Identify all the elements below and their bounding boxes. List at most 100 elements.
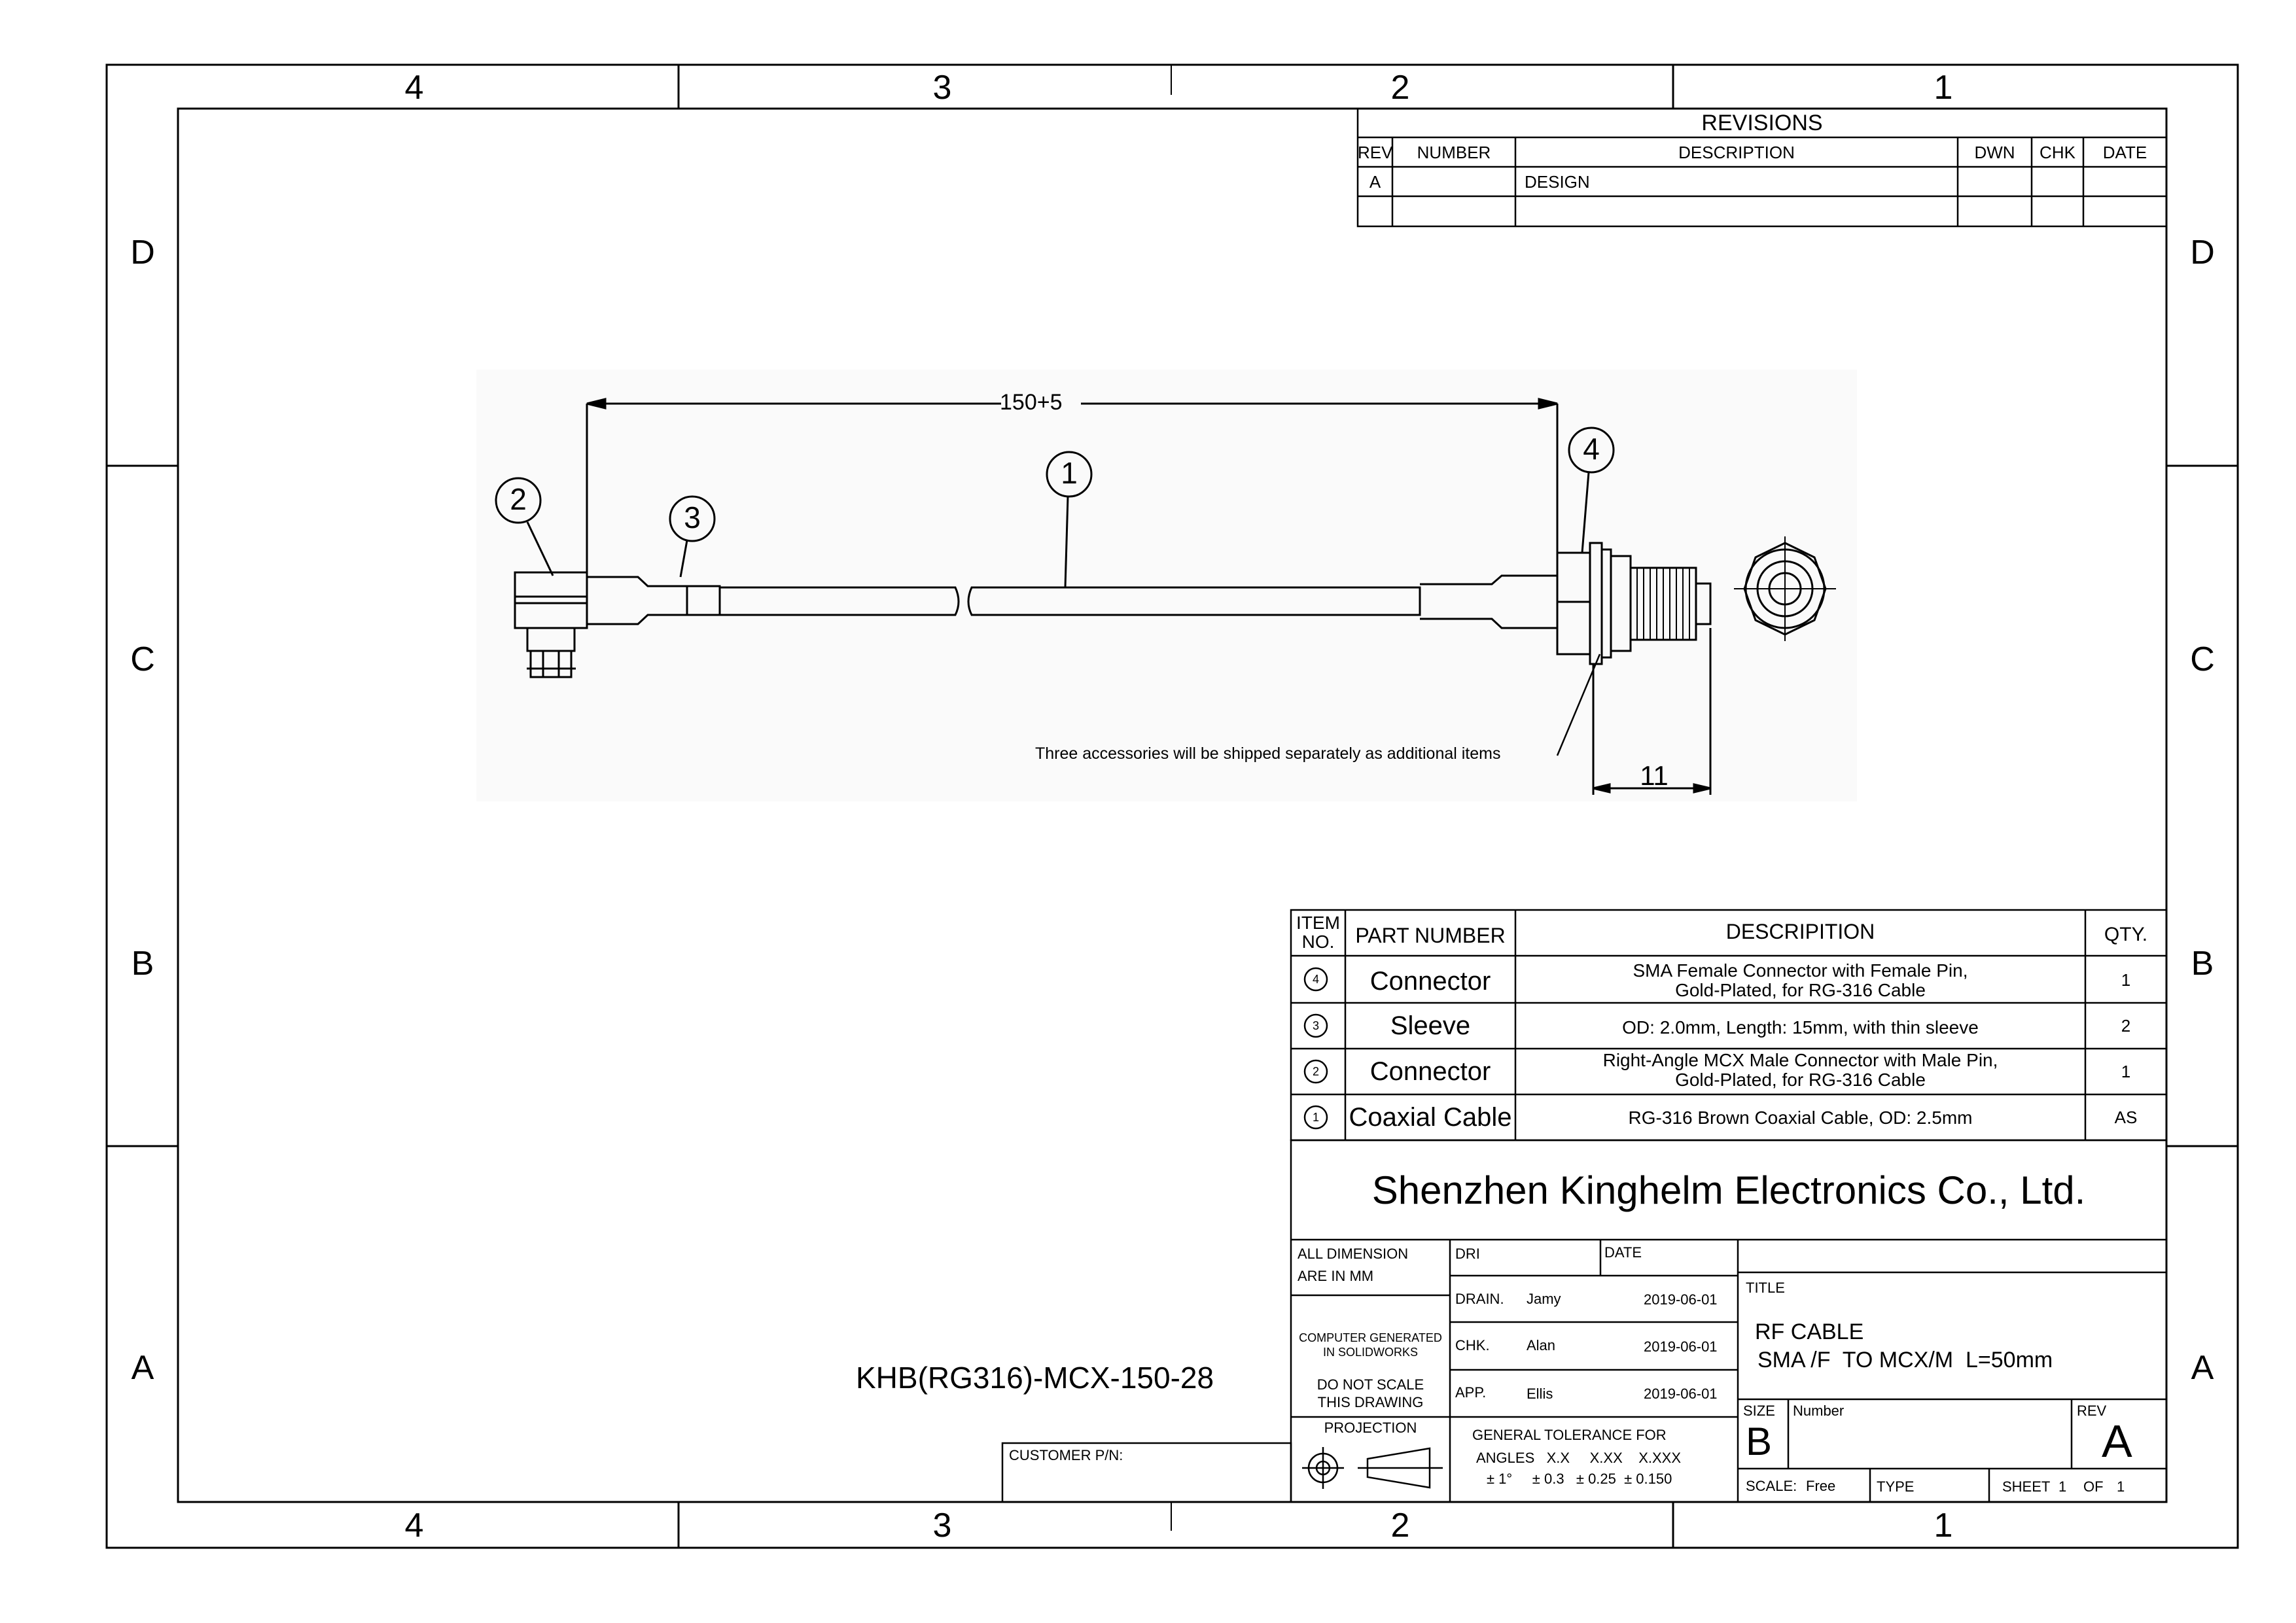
zone-right-A: A (2191, 1349, 2214, 1387)
bom-header-qty: QTY. (2104, 924, 2148, 945)
drawn-date: 2019-06-01 (1644, 1291, 1718, 1308)
size-value: B (1746, 1420, 1773, 1463)
bom-row-2-desc-line2: Gold-Plated, for RG-316 Cable (1675, 1070, 1926, 1090)
zone-top-2: 2 (1390, 69, 1410, 107)
all-dimension-line2: ARE IN MM (1298, 1268, 1374, 1284)
zone-top-4: 4 (404, 69, 424, 107)
scale-value: Free (1806, 1478, 1836, 1494)
zone-left-C: C (130, 640, 155, 678)
rev-value: A (2102, 1416, 2132, 1467)
number-label: Number (1793, 1403, 1845, 1419)
zone-top-3: 3 (932, 69, 952, 107)
zone-bottom-3: 3 (932, 1507, 952, 1544)
sma-connector (1556, 542, 1712, 665)
callout-3-label: 3 (684, 500, 701, 534)
app-label: APP. (1455, 1384, 1487, 1401)
app-name: Ellis (1527, 1386, 1553, 1402)
mcx-connector (514, 571, 588, 678)
do-not-scale-line2: THIS DRAWING (1317, 1394, 1424, 1410)
projection-label: PROJECTION (1324, 1420, 1417, 1436)
rev-header-chk: CHK (2040, 143, 2075, 162)
sheet-label: SHEET (2002, 1478, 2051, 1495)
dimension-length: 150+5 (1000, 390, 1063, 415)
zone-left-A: A (131, 1349, 154, 1387)
zone-bottom-2: 2 (1390, 1507, 1410, 1544)
callout-1-circle (1046, 451, 1093, 498)
bom-row-2-qty: 1 (2121, 1062, 2131, 1081)
of-value: 1 (2117, 1478, 2125, 1495)
bom-row-4-desc-line2: Gold-Plated, for RG-316 Cable (1675, 980, 1926, 1000)
bom-header-item-line2: NO. (1301, 932, 1335, 952)
scale-label: SCALE: (1746, 1478, 1797, 1494)
zone-bottom-4: 4 (404, 1507, 424, 1544)
computer-generated-line2: IN SOLIDWORKS (1322, 1346, 1419, 1359)
of-label: OF (2083, 1478, 2104, 1495)
cable-assembly (495, 398, 1836, 795)
callout-4-label: 4 (1583, 432, 1600, 466)
title-line1: RF CABLE (1755, 1319, 1864, 1344)
dri-label: DRI (1455, 1246, 1480, 1262)
bom-row-2-item: 2 (1312, 1065, 1319, 1078)
callout-2-circle (495, 477, 542, 524)
chk-name: Alan (1527, 1337, 1556, 1353)
company-name: Shenzhen Kinghelm Electronics Co., Ltd. (1371, 1168, 2086, 1212)
all-dimension-line1: ALL DIMENSION (1298, 1246, 1409, 1262)
bom-row-3-desc-line1: OD: 2.0mm, Length: 15mm, with thin sleev… (1622, 1017, 1979, 1038)
bom-row-3-qty: 2 (2121, 1016, 2131, 1036)
bom-header-description: DESCRIPITION (1725, 920, 1875, 943)
chk-label: CHK. (1455, 1337, 1490, 1353)
drawn-name: Jamy (1527, 1291, 1561, 1307)
drawn-label: DRAIN. (1455, 1291, 1504, 1307)
revisions-table (1356, 107, 2168, 228)
zone-right-B: B (2191, 945, 2214, 983)
title-block (1001, 1139, 2168, 1503)
date-label: DATE (1604, 1244, 1642, 1261)
tolerance-headers: ANGLES X.X X.XX X.XXX (1476, 1450, 1682, 1466)
callout-3-circle (669, 495, 716, 542)
zone-right-C: C (2190, 640, 2215, 678)
size-label: SIZE (1743, 1403, 1775, 1419)
type-label: TYPE (1877, 1478, 1915, 1495)
zone-left-D: D (130, 234, 155, 271)
part-code: KHB(RG316)-MCX-150-28 (856, 1361, 1214, 1395)
revisions-title: REVISIONS (1701, 111, 1823, 135)
title-label: TITLE (1746, 1280, 1785, 1296)
rev-row-description: DESIGN (1525, 172, 1590, 192)
app-date: 2019-06-01 (1644, 1386, 1718, 1402)
rev-row-rev: A (1369, 172, 1381, 192)
bom-row-1-part: Coaxial Cable (1349, 1103, 1512, 1132)
zone-right-D: D (2190, 234, 2215, 271)
bom-header-part-number: PART NUMBER (1355, 924, 1506, 947)
bom-row-1-qty: AS (2114, 1108, 2138, 1127)
bom-item-circles (1303, 967, 1328, 1130)
bom-row-2-desc-line1: Right-Angle MCX Male Connector with Male… (1602, 1050, 1998, 1070)
bom-row-4-part: Connector (1369, 967, 1491, 996)
title-line2: SMA /F TO MCX/M L=50mm (1757, 1348, 2053, 1372)
bom-row-4-qty: 1 (2121, 970, 2131, 990)
bom-row-4-desc-line1: SMA Female Connector with Female Pin, (1633, 960, 1968, 981)
tolerance-title: GENERAL TOLERANCE FOR (1472, 1427, 1667, 1443)
bom-row-3-part: Sleeve (1390, 1011, 1471, 1040)
bom-row-1-desc-line1: RG-316 Brown Coaxial Cable, OD: 2.5mm (1628, 1108, 1973, 1128)
rev-header-rev: REV (1358, 143, 1393, 162)
inner-border (177, 107, 2168, 1503)
outer-border (105, 63, 2239, 1549)
zone-bottom-1: 1 (1934, 1507, 1953, 1544)
sheet-value: 1 (2058, 1478, 2067, 1495)
callout-2-label: 2 (510, 482, 527, 516)
dimension-thread: 11 (1640, 760, 1669, 791)
bom-row-3-item: 3 (1312, 1019, 1319, 1032)
rev-header-number: NUMBER (1417, 143, 1491, 162)
computer-generated-line1: COMPUTER GENERATED (1299, 1331, 1442, 1344)
bom-row-1-item: 1 (1312, 1111, 1319, 1124)
zone-top-1: 1 (1934, 69, 1953, 107)
callout-4-circle (1568, 427, 1615, 474)
bom-header-item-line1: ITEM (1296, 913, 1340, 933)
rev-header-description: DESCRIPTION (1678, 143, 1795, 162)
rev-header-dwn: DWN (1974, 143, 2015, 162)
customer-pn-label: CUSTOMER P/N: (1009, 1447, 1123, 1463)
projection-symbol (1302, 1447, 1443, 1489)
chk-date: 2019-06-01 (1644, 1338, 1718, 1355)
bom-row-4-item: 4 (1312, 973, 1319, 986)
